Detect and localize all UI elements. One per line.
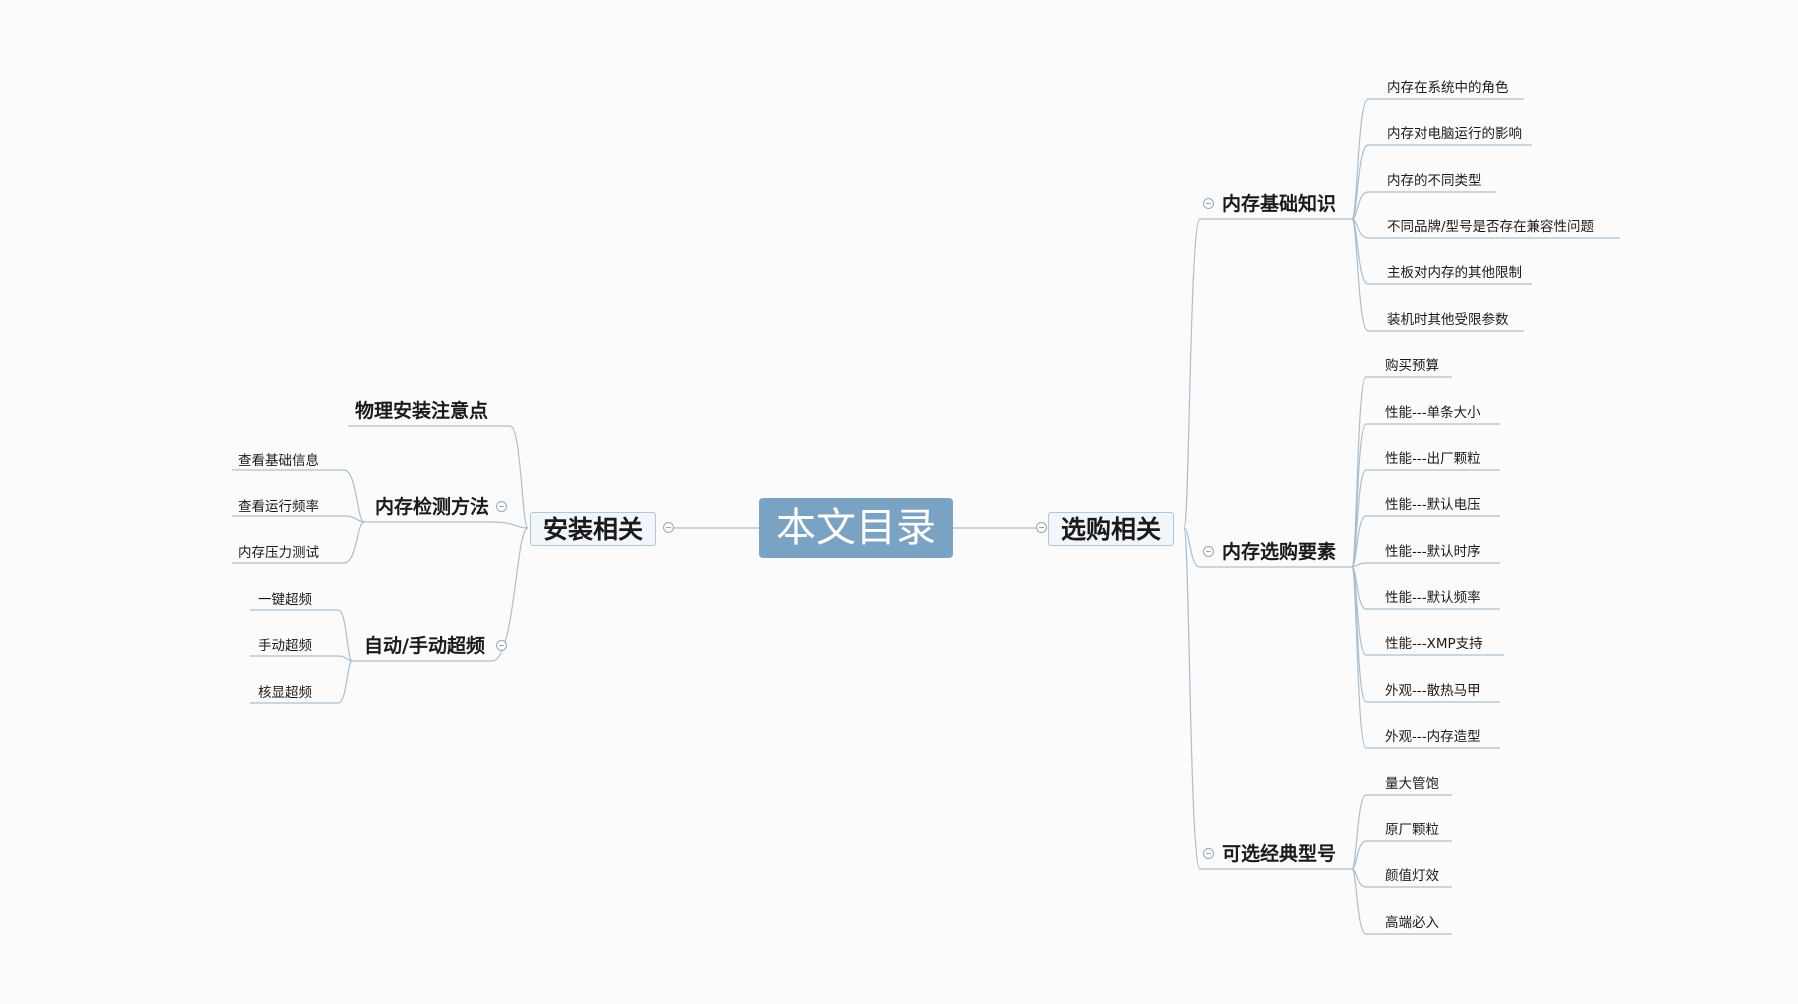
leaf-topic[interactable]: 不同品牌/型号是否存在兼容性问题 [1387, 219, 1595, 235]
link-oc-leaf-1 [337, 655, 353, 662]
main-topic-install[interactable]: 安装相关 [530, 512, 657, 546]
leaf-topic[interactable]: 装机时其他受限参数 [1387, 312, 1509, 328]
leaf-topic[interactable]: 性能---单条大小 [1385, 405, 1481, 421]
leaf-topic[interactable]: 性能---XMP支持 [1385, 636, 1483, 652]
link-model-leaf-3 [1351, 868, 1367, 935]
leaf-topic[interactable]: 性能---默认频率 [1385, 590, 1481, 606]
link-basic-leaf-2 [1351, 191, 1369, 220]
leaf-topic[interactable]: 查看运行频率 [238, 499, 319, 515]
collapse-toggle-icon[interactable] [1203, 848, 1214, 859]
leaf-topic[interactable]: 内存的不同类型 [1387, 173, 1482, 189]
leaf-topic[interactable]: 高端必入 [1385, 915, 1439, 931]
leaf-topic[interactable]: 内存对电脑运行的影响 [1387, 126, 1522, 142]
leaf-topic[interactable]: 查看基础信息 [238, 453, 319, 469]
leaf-topic[interactable]: 性能---出厂颗粒 [1385, 451, 1481, 467]
leaf-topic[interactable]: 主板对内存的其他限制 [1387, 265, 1522, 281]
leaf-topic[interactable]: 量大管饱 [1385, 776, 1439, 792]
subtopic-basics[interactable]: 内存基础知识 [1222, 193, 1337, 215]
leaf-topic[interactable]: 核显超频 [258, 685, 312, 701]
link-test-leaf-2 [343, 521, 365, 564]
link-install-sub-0 [509, 425, 529, 529]
root-topic[interactable]: 本文目录 [759, 498, 953, 558]
link-model-leaf-1 [1351, 840, 1367, 870]
leaf-topic[interactable]: 手动超频 [258, 638, 312, 654]
link-oc-leaf-0 [337, 609, 353, 662]
subtopic-models[interactable]: 可选经典型号 [1222, 843, 1337, 865]
collapse-toggle-icon[interactable] [1036, 522, 1047, 533]
subtopic-memory-test[interactable]: 内存检测方法 [375, 496, 490, 518]
leaf-topic[interactable]: 性能---默认电压 [1385, 497, 1481, 513]
leaf-topic[interactable]: 外观---散热马甲 [1385, 683, 1481, 699]
link-install-sub-2 [491, 527, 529, 662]
link-purchase-sub-0 [1183, 218, 1201, 529]
leaf-topic[interactable]: 颜值灯效 [1385, 868, 1439, 884]
subtopic-overclock[interactable]: 自动/手动超频 [364, 635, 485, 657]
link-test-leaf-1 [343, 515, 365, 523]
collapse-toggle-icon[interactable] [496, 501, 507, 512]
link-factor-leaf-8 [1351, 566, 1367, 749]
collapse-toggle-icon[interactable] [663, 522, 674, 533]
link-basic-leaf-5 [1351, 218, 1369, 332]
link-purchase-sub-2 [1183, 527, 1201, 870]
leaf-topic[interactable]: 原厂颗粒 [1385, 822, 1439, 838]
collapse-toggle-icon[interactable] [1203, 198, 1214, 209]
link-model-leaf-0 [1351, 794, 1367, 870]
link-purchase-sub-1 [1183, 527, 1201, 568]
leaf-topic[interactable]: 内存压力测试 [238, 545, 319, 561]
collapse-toggle-icon[interactable] [1203, 546, 1214, 557]
link-basic-leaf-1 [1351, 144, 1369, 220]
subtopic-physical-install[interactable]: 物理安装注意点 [355, 400, 489, 422]
link-test-leaf-0 [343, 469, 365, 523]
link-factor-leaf-4 [1351, 562, 1367, 568]
leaf-topic[interactable]: 外观---内存造型 [1385, 729, 1481, 745]
main-topic-purchase[interactable]: 选购相关 [1048, 512, 1175, 546]
link-install-sub-1 [491, 521, 529, 529]
link-oc-leaf-2 [337, 660, 353, 704]
link-factor-leaf-3 [1351, 515, 1367, 568]
leaf-topic[interactable]: 内存在系统中的角色 [1387, 80, 1509, 96]
leaf-topic[interactable]: 购买预算 [1385, 358, 1439, 374]
leaf-topic[interactable]: 一键超频 [258, 592, 312, 608]
leaf-topic[interactable]: 性能---默认时序 [1385, 544, 1481, 560]
collapse-toggle-icon[interactable] [496, 640, 507, 651]
subtopic-factors[interactable]: 内存选购要素 [1222, 541, 1337, 563]
